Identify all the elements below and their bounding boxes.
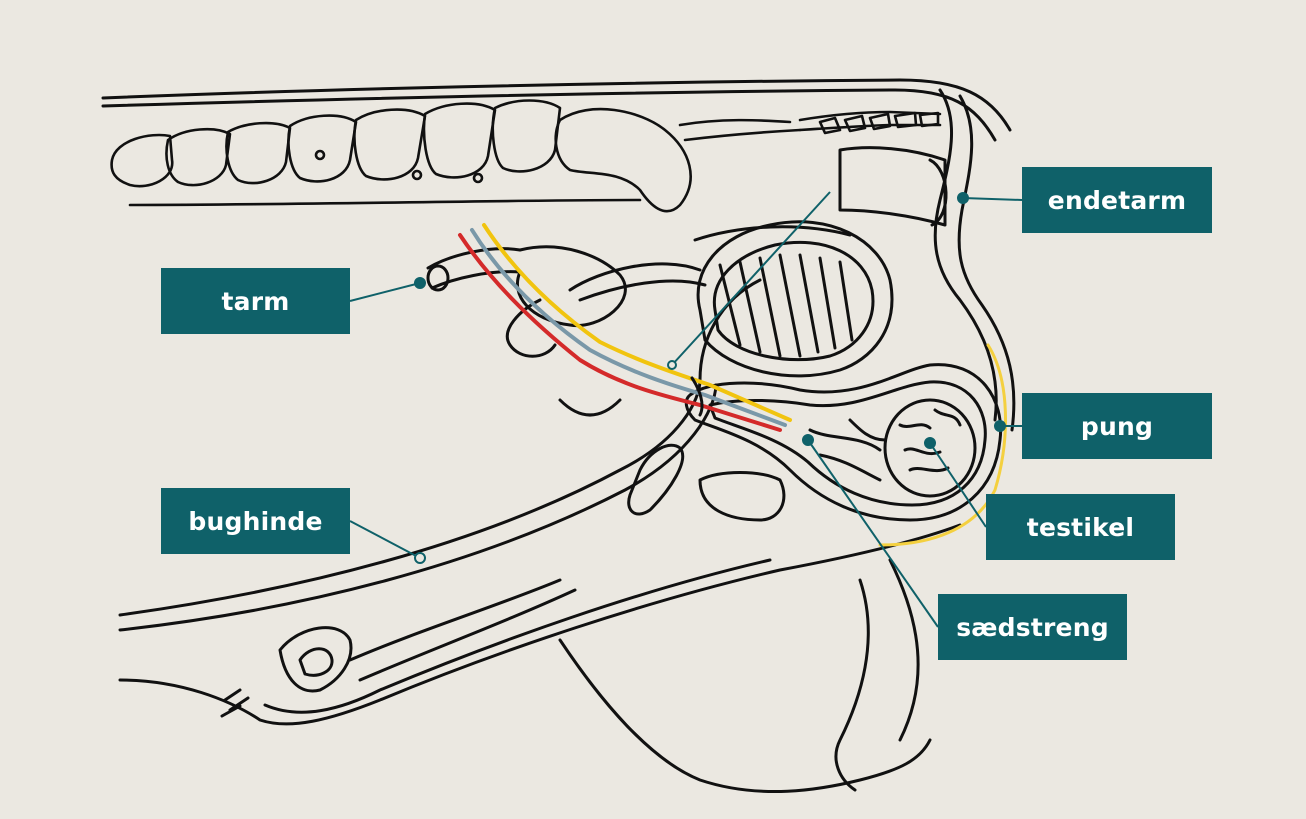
leader-endetarm bbox=[963, 198, 1022, 200]
dot-peritoneum-inner bbox=[668, 361, 676, 369]
dot-saedstreng bbox=[803, 435, 813, 445]
dot-tarm bbox=[415, 278, 425, 288]
leader-bughinde bbox=[350, 521, 420, 558]
dot-endetarm bbox=[958, 193, 968, 203]
label-bughinde: bughinde bbox=[161, 488, 350, 554]
leader-tarm bbox=[350, 283, 420, 301]
label-testikel: testikel bbox=[986, 494, 1175, 560]
label-endetarm: endetarm bbox=[1022, 167, 1212, 233]
penis bbox=[629, 445, 784, 520]
scrotum bbox=[686, 365, 1000, 520]
rectum bbox=[840, 90, 1014, 430]
leg bbox=[560, 560, 930, 792]
label-saedstreng: sædstreng bbox=[938, 594, 1127, 660]
label-tarm: tarm bbox=[161, 268, 350, 334]
leader-testikel bbox=[930, 443, 986, 527]
bladder bbox=[695, 222, 892, 376]
dot-bughinde bbox=[415, 553, 425, 563]
label-pung: pung bbox=[1022, 393, 1212, 459]
dot-pung bbox=[995, 421, 1005, 431]
leader-peritoneum-inner bbox=[672, 192, 830, 365]
dot-testikel bbox=[925, 438, 935, 448]
spine bbox=[112, 101, 940, 212]
ventral-outline bbox=[120, 525, 960, 724]
